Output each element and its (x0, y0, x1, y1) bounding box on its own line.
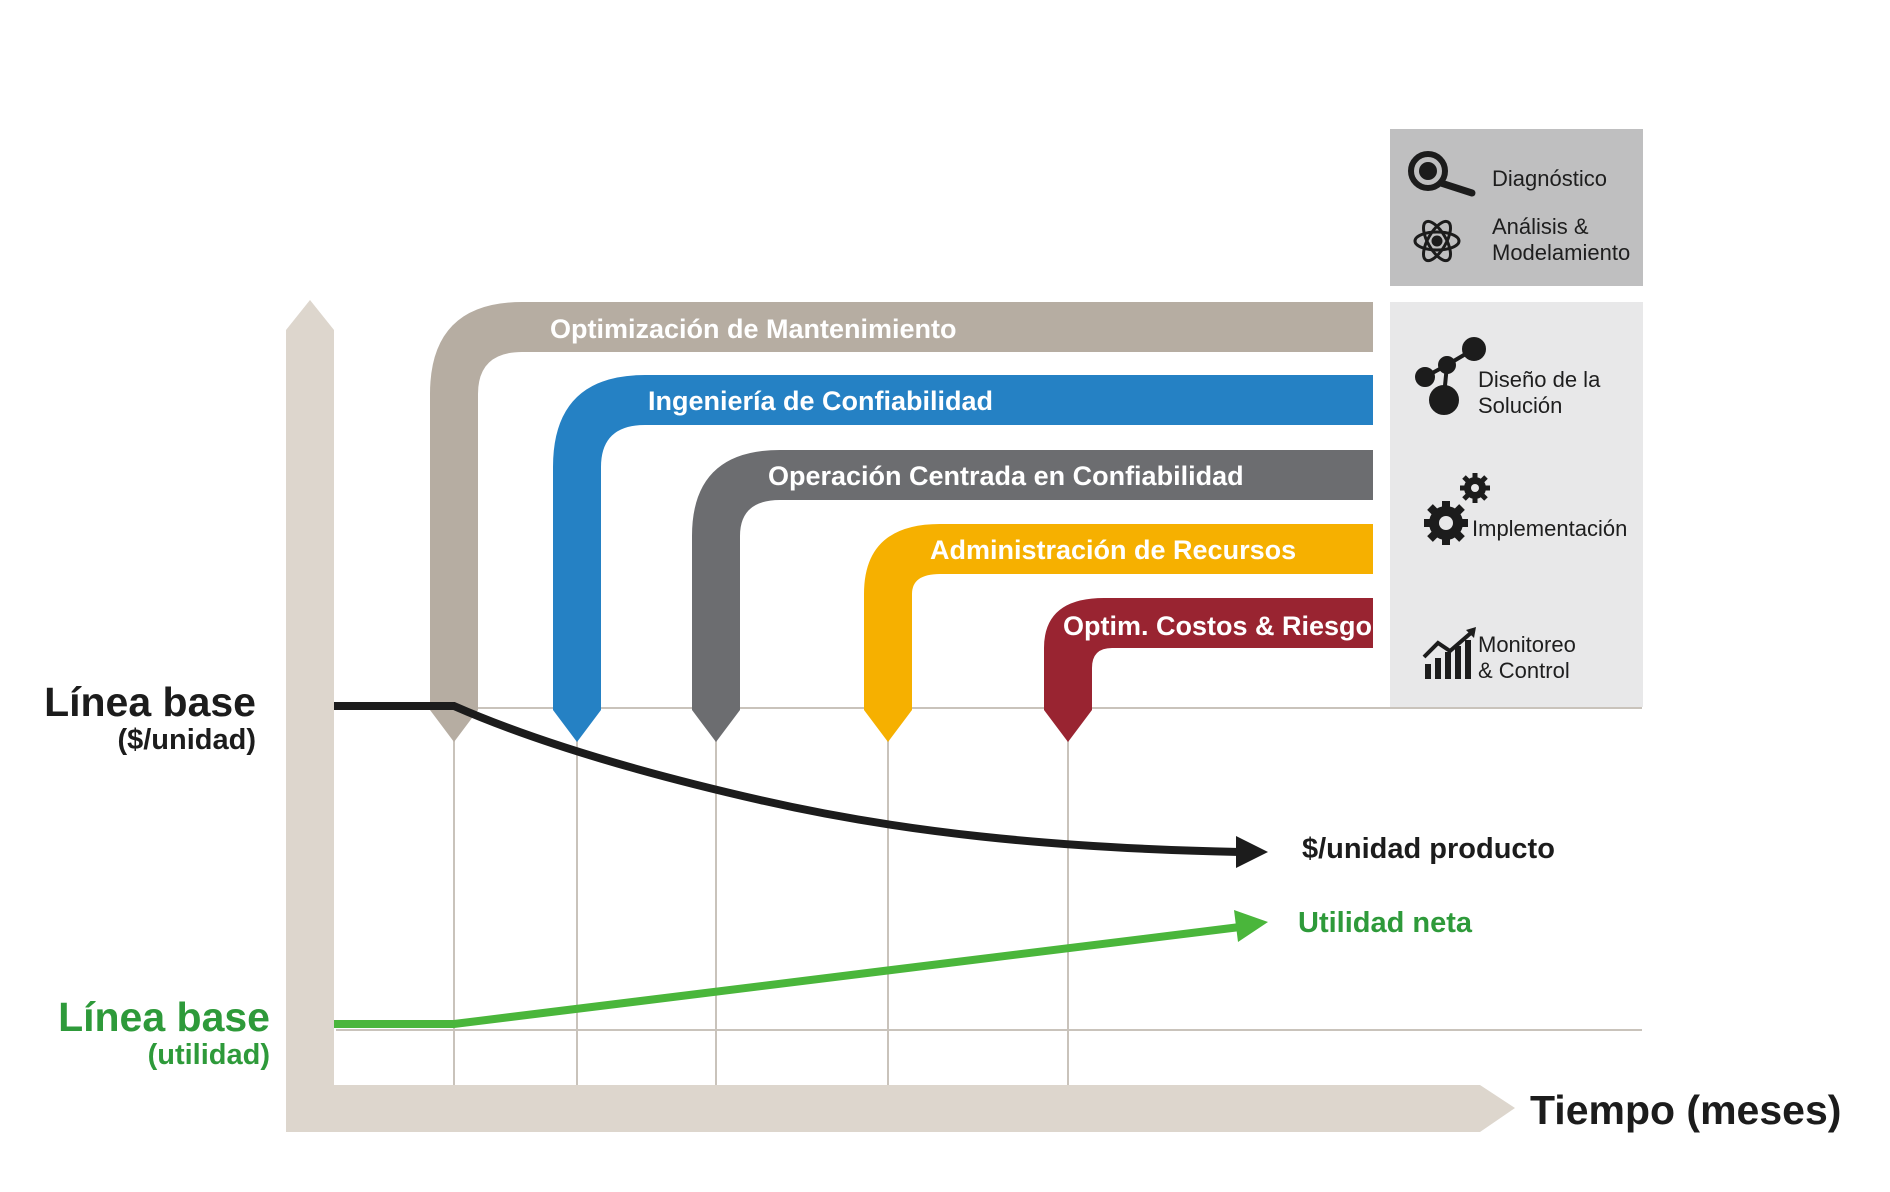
legend-panel-execution (1390, 302, 1643, 707)
legend-monitoreo-line2: & Control (1478, 658, 1570, 683)
phase-label-reliability-centered-operation: Operación Centrada en Confiabilidad (768, 461, 1244, 491)
phase-band-reliability-engineering (553, 375, 1373, 742)
legend-diagnostico: Diagnóstico (1492, 166, 1607, 191)
profit-curve-label: Utilidad neta (1298, 907, 1473, 939)
gears-icon (1424, 473, 1490, 545)
legend-diseno-line2: Solución (1478, 393, 1562, 418)
cost-per-unit-curve (334, 702, 1241, 856)
phase-band-resource-management (864, 524, 1373, 742)
molecule-icon (1415, 337, 1486, 415)
legend-diseno-line1: Diseño de la (1478, 367, 1601, 392)
x-axis-title: Tiempo (meses) (1530, 1087, 1841, 1133)
cost-curve-arrowhead (1236, 836, 1268, 868)
legend-monitoreo-line1: Monitoreo (1478, 632, 1576, 657)
phase-label-reliability-engineering: Ingeniería de Confiabilidad (648, 386, 993, 416)
legend-analisis-line1: Análisis & (1492, 214, 1589, 239)
phase-label-resource-management: Administración de Recursos (930, 535, 1296, 565)
phase-band-maintenance-optimization (430, 302, 1373, 742)
net-profit-curve (334, 923, 1241, 1028)
phase-band-cost-risk-optimization (1044, 598, 1373, 742)
cost-baseline-title: Línea base (44, 679, 256, 725)
phase-label-maintenance-optimization: Optimización de Mantenimiento (550, 314, 957, 344)
profit-curve-arrowhead (1234, 910, 1268, 942)
atom-icon (1413, 219, 1461, 263)
magnifier-icon (1408, 151, 1476, 197)
cost-baseline-unit: ($/unidad) (117, 724, 256, 756)
profit-baseline-title: Línea base (58, 994, 270, 1040)
phase-band-reliability-centered-operation (692, 450, 1373, 742)
profit-baseline-unit: (utilidad) (148, 1039, 270, 1071)
y-axis-arrow (286, 300, 334, 1132)
x-axis-arrow (286, 1085, 1515, 1132)
legend-analisis-line2: Modelamiento (1492, 240, 1630, 265)
legend-implementacion: Implementación (1472, 516, 1627, 541)
cost-curve-label: $/unidad producto (1302, 833, 1555, 865)
phase-label-cost-risk-optimization: Optim. Costos & Riesgos (1063, 611, 1387, 641)
rising-chart-icon (1422, 627, 1476, 679)
